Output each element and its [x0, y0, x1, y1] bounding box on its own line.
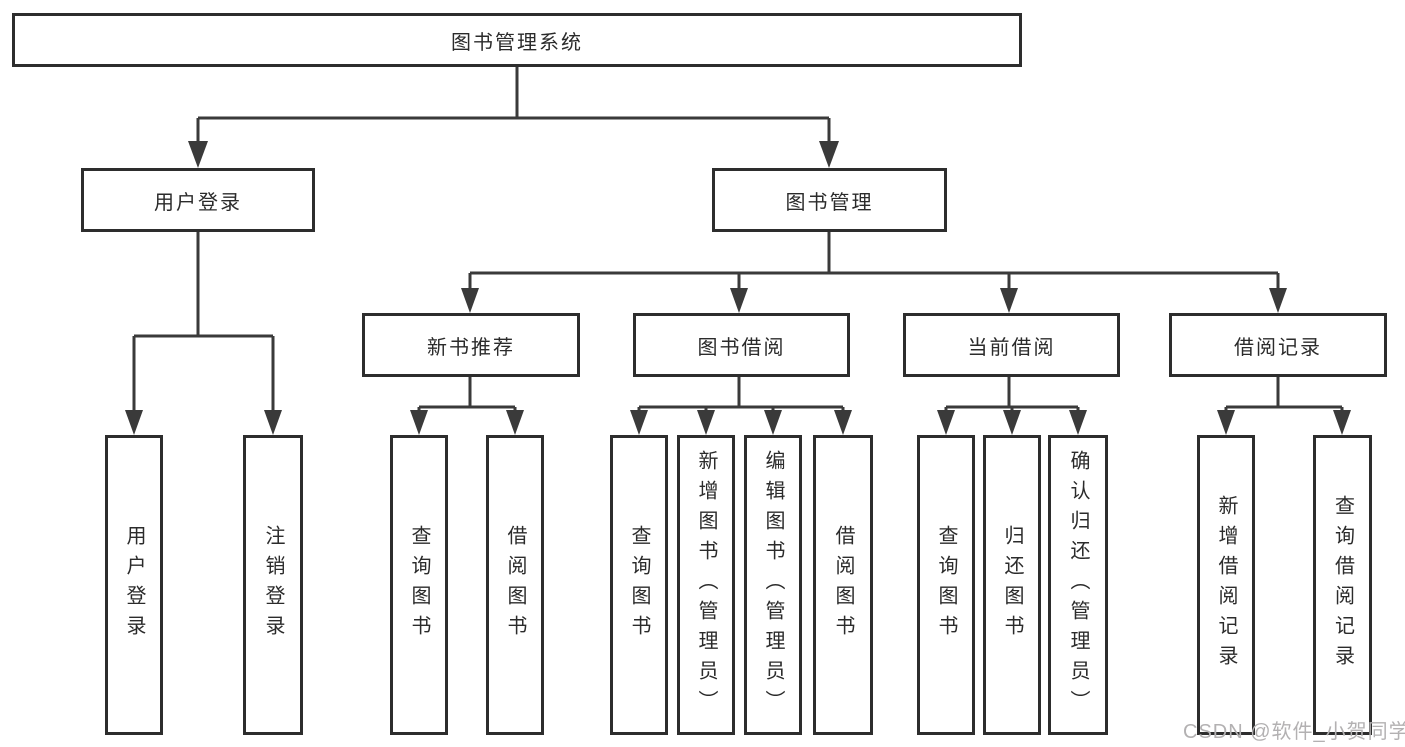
leaf-label: 借阅图书: [832, 525, 854, 645]
csdn-watermark: CSDN @软件_小贺同学: [1183, 721, 1405, 743]
leaf-return-book: 归还图书: [983, 435, 1041, 735]
leaf-query-books-current: 查询图书: [917, 435, 975, 735]
leaf-user-login: 用户登录: [105, 435, 163, 735]
leaf-label: 编辑图书（管理员）: [762, 450, 784, 720]
leaf-label: 借阅图书: [504, 525, 526, 645]
node-label: 用户登录: [154, 191, 242, 214]
leaf-label: 查询图书: [935, 525, 957, 645]
leaf-query-books-borrow: 查询图书: [610, 435, 668, 735]
leaf-query-books-recommend: 查询图书: [390, 435, 448, 735]
leaf-add-book-admin: 新增图书（管理员）: [677, 435, 735, 735]
arrowheads: [125, 141, 1351, 435]
leaf-logout-login: 注销登录: [243, 435, 303, 735]
leaf-label: 新增图书（管理员）: [695, 450, 717, 720]
node-borrow-records: 借阅记录: [1169, 313, 1387, 377]
node-label: 图书借阅: [697, 336, 786, 359]
node-user-login: 用户登录: [81, 168, 315, 232]
node-current-borrow: 当前借阅: [903, 313, 1120, 377]
leaf-label: 用户登录: [123, 525, 145, 645]
leaf-label: 归还图书: [1001, 525, 1023, 645]
leaf-label: 查询图书: [628, 525, 650, 645]
node-label: 新书推荐: [427, 336, 515, 359]
node-new-book-recommend: 新书推荐: [362, 313, 580, 377]
leaf-query-borrow-record: 查询借阅记录: [1313, 435, 1372, 735]
leaf-label: 确认归还（管理员）: [1067, 450, 1089, 720]
node-label: 借阅记录: [1234, 336, 1322, 359]
leaf-borrow-books: 借阅图书: [813, 435, 873, 735]
node-label: 当前借阅: [967, 336, 1056, 359]
leaf-confirm-return-admin: 确认归还（管理员）: [1048, 435, 1108, 735]
leaf-add-borrow-record: 新增借阅记录: [1197, 435, 1255, 735]
leaf-label: 注销登录: [262, 525, 284, 645]
node-library-management-system: 图书管理系统: [12, 13, 1022, 67]
leaf-label: 新增借阅记录: [1215, 495, 1237, 675]
leaf-label: 查询图书: [408, 525, 430, 645]
leaf-borrow-books-recommend: 借阅图书: [486, 435, 544, 735]
leaf-label: 查询借阅记录: [1331, 495, 1354, 675]
node-label: 图书管理: [785, 191, 874, 214]
node-label: 图书管理系统: [451, 31, 583, 54]
node-book-borrow: 图书借阅: [633, 313, 850, 377]
leaf-edit-book-admin: 编辑图书（管理员）: [744, 435, 802, 735]
node-book-management: 图书管理: [712, 168, 947, 232]
